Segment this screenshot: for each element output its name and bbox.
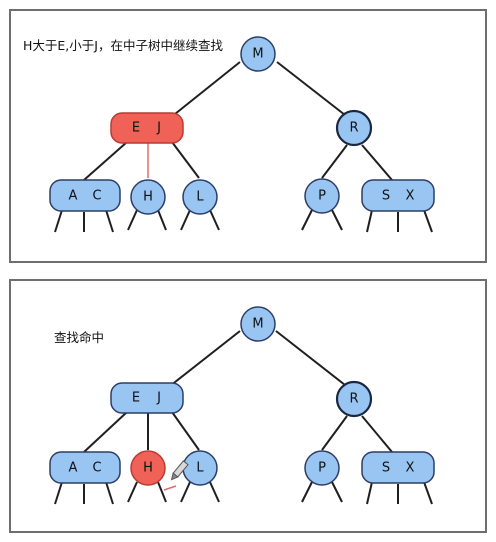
- node-ej: E J: [110, 112, 184, 144]
- node-m-label: M: [252, 47, 263, 62]
- node-l-label: L: [196, 190, 204, 205]
- node-sx-2-key-1: S: [382, 461, 390, 476]
- node-ej-key-2: J: [156, 121, 161, 136]
- node-r: R: [335, 109, 373, 147]
- edge-ej-ac: [83, 141, 128, 181]
- node-ej-key-1: E: [132, 121, 140, 136]
- edge-r-p: [321, 144, 348, 179]
- node-p: P: [304, 178, 340, 214]
- node-sx-key-2: X: [406, 189, 415, 204]
- edge-r-sx-2: [361, 415, 393, 453]
- node-h-2: H: [130, 450, 166, 486]
- node-m-2: M: [240, 306, 276, 342]
- node-sx-key-1: S: [382, 189, 390, 204]
- node-l-2-label: L: [196, 461, 204, 476]
- node-ac-key-1: A: [69, 189, 78, 204]
- node-r-2: R: [335, 380, 373, 418]
- edge-ej-l-2: [171, 411, 200, 451]
- pencil-cursor-icon: [170, 460, 189, 481]
- node-h-2-label: H: [143, 461, 153, 476]
- node-sx: S X: [361, 179, 435, 212]
- leaf-stubs-1: [54, 209, 433, 233]
- node-ac-2-key-2: C: [92, 461, 101, 476]
- panel-2-caption: 查找命中: [54, 330, 104, 345]
- panel-1-caption: H大于E,小于J，在中子树中继续查找: [23, 38, 223, 53]
- edge-m-ej-2: [169, 330, 241, 387]
- edge-m-ej: [169, 61, 241, 119]
- node-ac-key-2: C: [92, 189, 101, 204]
- node-ac-2: A C: [49, 451, 121, 484]
- node-m-2-label: M: [252, 317, 263, 332]
- node-h-label: H: [143, 190, 153, 205]
- panel-1: H大于E,小于J，在中子树中继续查找 M: [9, 9, 487, 263]
- node-p-label: P: [318, 189, 326, 204]
- pencil-stroke-mark: [163, 485, 177, 491]
- node-r-2-label: R: [349, 392, 358, 407]
- node-h: H: [130, 179, 166, 215]
- edge-m-r: [276, 61, 346, 116]
- node-l-2: L: [182, 450, 218, 486]
- node-p-2-label: P: [318, 461, 326, 476]
- edge-r-sx: [361, 144, 393, 181]
- node-ej-2-key-2: J: [156, 391, 161, 406]
- panel-2: 查找命中 M E: [9, 279, 487, 533]
- node-ej-2: E J: [110, 382, 184, 414]
- node-m: M: [240, 36, 276, 72]
- node-sx-2-key-2: X: [406, 461, 415, 476]
- edge-ej-ac-2: [83, 411, 128, 453]
- node-sx-2: S X: [361, 451, 435, 484]
- leaf-stubs-2: [54, 481, 433, 505]
- node-p-2: P: [304, 450, 340, 486]
- node-l: L: [182, 179, 218, 215]
- node-ac-2-key-1: A: [69, 461, 78, 476]
- edge-m-r-2: [275, 330, 346, 386]
- edge-r-p-2: [321, 415, 348, 451]
- node-ej-2-key-1: E: [132, 391, 140, 406]
- node-r-label: R: [349, 121, 358, 136]
- edge-ej-l: [171, 141, 200, 179]
- node-ac: A C: [49, 179, 121, 212]
